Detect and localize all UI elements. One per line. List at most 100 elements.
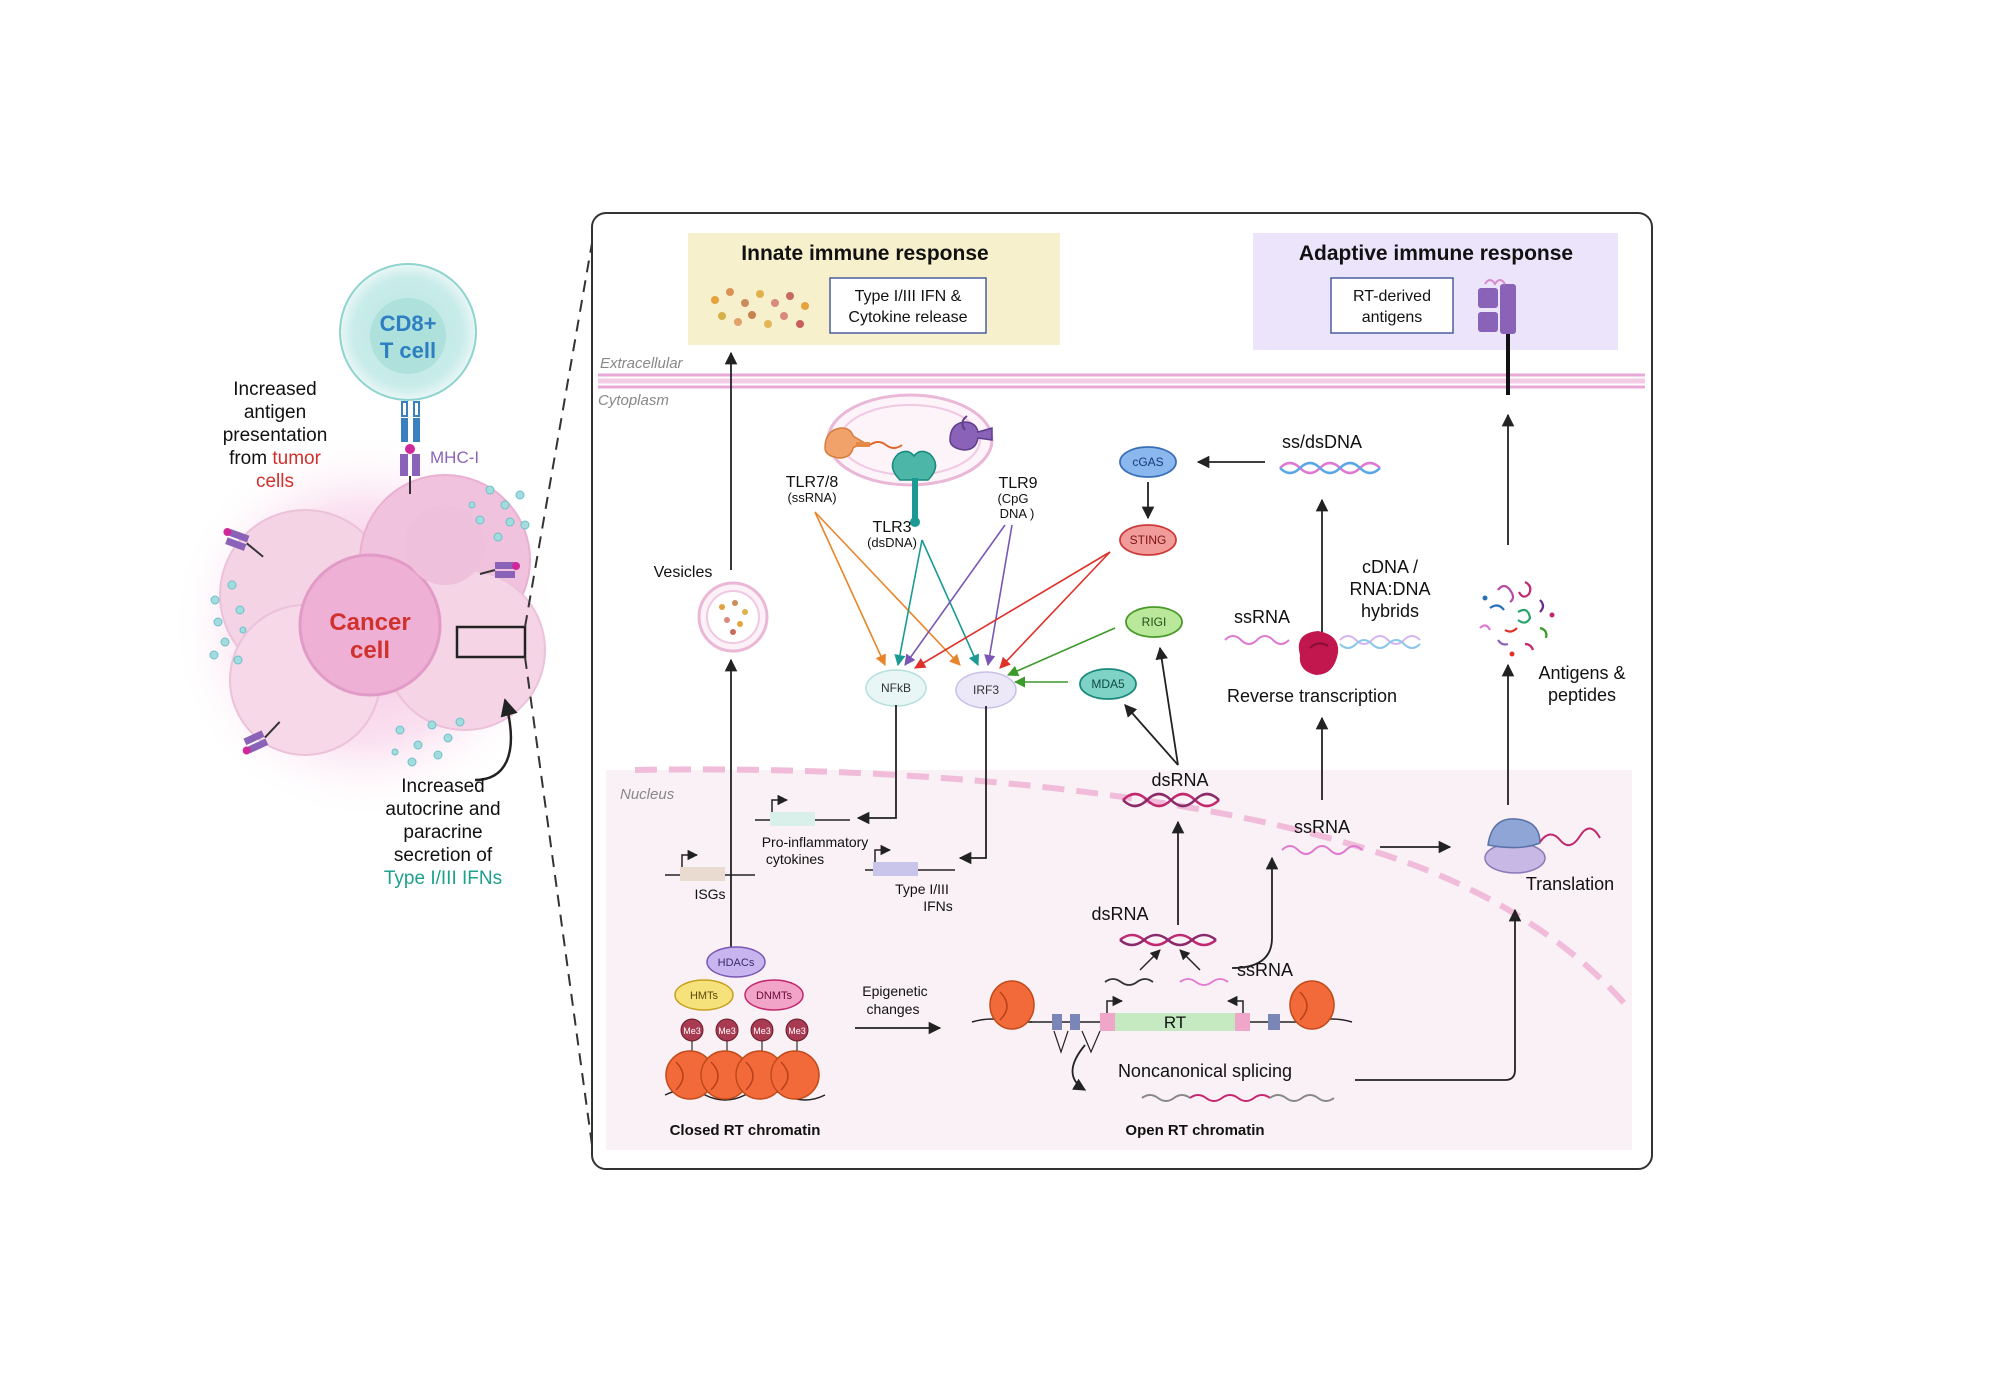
mhc-icon-right [479,562,520,578]
tlr9-sub2: DNA ) [1000,506,1035,521]
arrow-antisense-dsrna [1179,949,1201,971]
zoom-guide-bottom [524,656,593,1146]
reverse-transcriptase-icon [1298,631,1339,675]
adaptive-antigen-line1: RT-derived [1353,288,1431,305]
mhc-complex-icon [1478,279,1516,395]
cd8-t-cell [339,263,477,401]
hmts-label: HMTs [690,990,719,1002]
me3-marks [680,1018,809,1058]
cdna-strand [1339,635,1421,645]
adaptive-antigen-line2: antigens [1362,309,1423,326]
arrow-splicing-translation [1355,908,1522,1081]
t-cell-label-2: T cell [380,338,436,363]
type-ifn-line1: Type I/III [895,881,949,897]
sting-label: STING [1130,533,1167,547]
me3-label-2: Me3 [718,1026,736,1036]
vesicle-icon [697,581,769,653]
mda5-label: MDA5 [1091,677,1125,691]
antigen-text-5: cells [256,471,294,492]
rigi-node [1125,606,1183,638]
dnmts-label: DNMTs [756,990,793,1002]
arrow-ssrna-lower-up [1231,856,1279,969]
mhc-icon-bottom [242,721,281,755]
tlr9-icon [949,415,993,451]
nucleus-label: Nucleus [620,786,675,803]
secretion-text-5: Type I/III IFNs [384,868,502,889]
tlr78-icon [824,427,903,459]
tcr-mhc-complex-icon [400,401,420,494]
antigen-text-2: antigen [244,402,306,423]
tlr78-sub: (ssRNA) [787,490,836,505]
antigen-text-4: from tumor [229,448,322,469]
mhc-icon-left [223,528,264,558]
arrow-nfkb-gene [856,705,897,825]
cancer-cell-label-1: Cancer [329,609,410,636]
me3-label-1: Me3 [683,1026,701,1036]
type-ifn-gene [865,844,955,876]
reverse-transcription-label: Reverse transcription [1227,686,1397,706]
arrow-tlr9-irf3 [984,524,1013,667]
antigens-line2: peptides [1548,685,1616,705]
proinflam-line2: cytokines [766,851,824,867]
antigen-text-3: presentation [223,425,328,446]
spliced-transcript [1141,1094,1335,1102]
irf3-node [955,671,1017,709]
cgas-node [1119,446,1177,478]
proinflam-gene [755,794,850,826]
cancer-cell-label-2: cell [350,637,390,664]
antisense-transcript [1179,978,1229,986]
tlr3-label: TLR3 [872,519,911,536]
arrow-irf3-gene [958,706,987,865]
innate-title: Innate immune response [741,242,988,265]
dsrna-upper-label: dsRNA [1151,770,1208,790]
ifn-dots [209,485,530,767]
secretion-text-3: paracrine [403,822,482,843]
nuclear-envelope [634,766,1633,1012]
proinflam-line1: Pro-inflammatory [762,834,869,850]
arrow-sting-nfkb [914,551,1111,669]
sense-transcript [1104,978,1154,986]
adaptive-antigen-box [1330,277,1454,334]
tlr78-label: TLR7/8 [786,474,839,491]
noncanonical-label: Noncanonical splicing [1118,1061,1292,1081]
innate-release-line2: Cytokine release [848,309,967,326]
type-ifn-line2: IFNs [923,898,953,914]
secretion-text-1: Increased [401,776,484,797]
ssrna-rt-strand [1224,635,1290,645]
ssrna-rt-label: ssRNA [1234,607,1290,627]
arrow-tlr9-nfkb [904,524,1006,666]
ribosome-icon [1484,818,1601,874]
vesicles-label: Vesicles [654,564,713,581]
mhc-label: MHC-I [430,448,479,467]
arrow-dsrna-mda5 [1124,704,1179,766]
irf3-label: IRF3 [973,683,999,697]
arrow-sense-dsrna [1139,949,1161,971]
nfkb-label: NFkB [881,681,911,695]
cancer-cell-cluster [170,430,560,820]
cdna-line2: RNA:DNA [1349,579,1430,599]
t-cell-label-1: CD8+ [380,311,437,336]
rt-label: RT [1164,1013,1186,1032]
arrow-rigi-irf3 [1006,627,1116,677]
ssrna-mid-strand [1281,845,1363,855]
rigi-label: RIGI [1142,615,1167,629]
tlr3-icon [891,450,937,527]
splicing-curve-arrow [1071,1044,1087,1091]
open-chromatin-label: Open RT chromatin [1125,1122,1264,1139]
sting-node [1119,524,1177,556]
hdacs-label: HDACs [718,957,755,969]
arrow-tlr78-nfkb [814,511,886,667]
adaptive-title: Adaptive immune response [1299,242,1573,265]
autocrine-arrow [474,698,518,782]
innate-release-line1: Type I/III IFN & [855,288,962,305]
innate-release-box [829,277,987,334]
dsrna-lower-label: dsRNA [1091,904,1148,924]
nfkb-node [865,669,927,707]
epigenetic-line2: changes [867,1001,920,1017]
epigenetic-line1: Epigenetic [862,983,927,999]
cdna-line1: cDNA / [1362,557,1418,577]
antigens-line1: Antigens & [1538,663,1625,683]
open-chromatin [971,980,1353,1054]
ssrna-lower-label: ssRNA [1237,960,1293,980]
